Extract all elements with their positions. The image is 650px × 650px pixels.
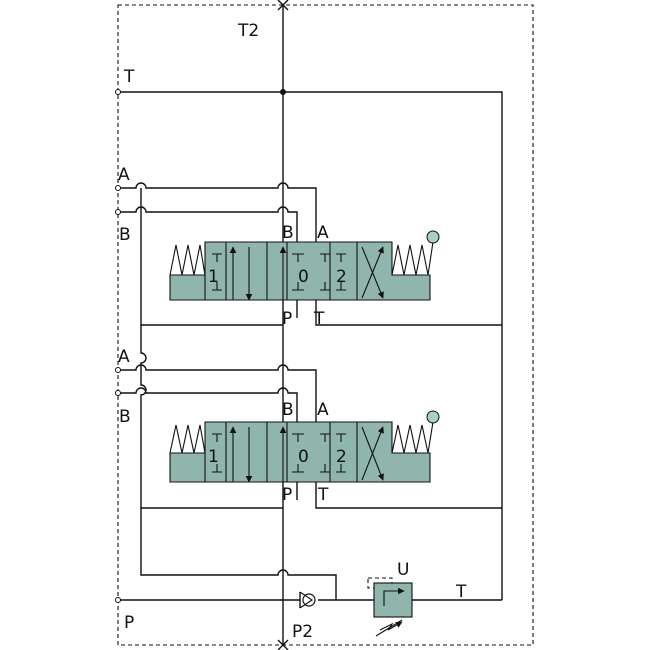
- label-p2: P2: [292, 622, 313, 642]
- top-port-marker: [277, 0, 289, 11]
- right-spring-icon: [391, 424, 429, 454]
- directional-valve-lower: [169, 410, 440, 483]
- lower-left-tank-line: [140, 325, 283, 509]
- valve-upper-pos2: 2: [336, 267, 347, 287]
- block-boundary: [117, 4, 534, 646]
- label-a-bottom: A: [118, 347, 130, 367]
- valve-upper-pos0: 0: [298, 267, 309, 287]
- label-p-left: P: [124, 613, 134, 633]
- junction-dot: [280, 89, 286, 95]
- port-dot-p: [115, 597, 121, 603]
- valve-lower-pos1: 1: [208, 447, 219, 467]
- check-valve: [299, 591, 316, 609]
- valve-upper-port-b: B: [282, 223, 294, 243]
- label-t-right: T: [455, 582, 467, 602]
- lower-t-line: [315, 482, 502, 509]
- label-a-top: A: [118, 165, 130, 185]
- valve-upper-pos1: 1: [208, 267, 219, 287]
- tank-return-line: [118, 91, 503, 600]
- relief-valve: [367, 577, 413, 637]
- label-b-bottom: B: [119, 407, 131, 427]
- lever-knob-icon: [426, 410, 440, 424]
- label-t2: T2: [237, 21, 259, 41]
- label-b-top: B: [119, 225, 131, 245]
- port-dot-a-lower: [115, 367, 121, 373]
- return-to-relief-line: [140, 508, 337, 600]
- right-spring-icon: [391, 244, 429, 276]
- label-u: U: [397, 560, 409, 580]
- left-spring-icon: [169, 424, 206, 454]
- left-spring-icon: [169, 244, 206, 276]
- directional-valve-upper: [169, 230, 440, 301]
- upper-t-line: [315, 300, 502, 326]
- port-dot-t: [115, 89, 121, 95]
- upper-a-line: [118, 182, 317, 242]
- upper-b-line: [118, 206, 298, 242]
- valve-upper-port-a: A: [317, 223, 329, 243]
- valve-upper-port-t: T: [313, 309, 325, 329]
- valve-lower-port-a: A: [317, 400, 329, 420]
- valve-upper-port-p: P: [282, 309, 292, 329]
- port-dot-b-lower: [115, 390, 121, 396]
- valve-lower-port-p: P: [282, 485, 292, 505]
- lever-knob-icon: [426, 230, 440, 244]
- lower-b-line: [118, 387, 298, 422]
- valve-lower-port-b: B: [282, 400, 294, 420]
- valve-lower-pos0: 0: [298, 447, 309, 467]
- label-t-left: T: [123, 67, 135, 87]
- bottom-port-marker: [277, 639, 289, 650]
- lower-a-line: [118, 364, 317, 422]
- port-dot-b-upper: [115, 209, 121, 215]
- valve-lower-port-t: T: [317, 485, 329, 505]
- valve-lower-pos2: 2: [336, 447, 347, 467]
- port-dot-a-upper: [115, 185, 121, 191]
